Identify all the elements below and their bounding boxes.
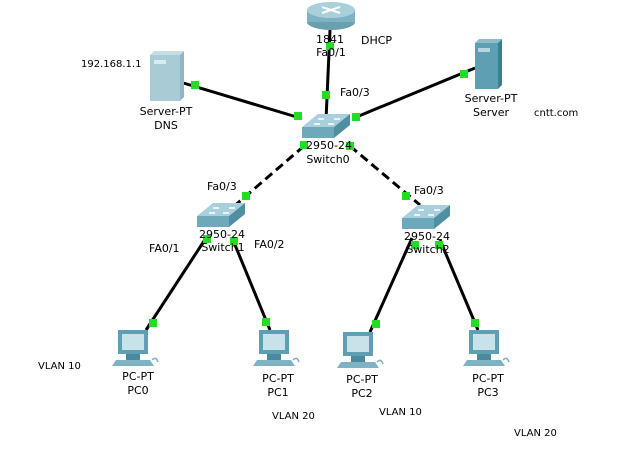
pc3-icon[interactable]	[463, 330, 510, 366]
pc0-vlan-label: VLAN 10	[38, 361, 81, 372]
port-light-switch0-sw2	[346, 142, 354, 150]
switch0-icon[interactable]	[302, 114, 350, 138]
port-light-switch0-fa0-3	[322, 91, 330, 99]
dns-name-label: DNS	[154, 119, 178, 132]
port-light-switch0-server	[352, 113, 360, 121]
switch0-model-label: 2950-24	[306, 139, 352, 152]
port-light-switch1-fa0-1	[203, 235, 211, 243]
pc1-name-label: PC1	[267, 386, 289, 399]
server-name-label: Server	[472, 106, 510, 119]
switch0-name-label: Switch0	[306, 153, 350, 166]
pc3-model-label: PC-PT	[472, 372, 504, 385]
link-switch2-pc2[interactable]	[368, 237, 414, 333]
pc0-model-label: PC-PT	[122, 370, 154, 383]
port-light-router-fa0-1	[326, 42, 334, 50]
router-model-label: 1841	[316, 33, 344, 46]
dns-ip-label: 192.168.1.1	[81, 59, 142, 70]
web-server-icon[interactable]	[475, 39, 502, 89]
port-light-switch2-pc3	[435, 241, 443, 249]
switch2-uplink-port-label: Fa0/3	[414, 184, 444, 197]
port-light-switch2-pc2	[411, 241, 419, 249]
pc0-name-label: PC0	[127, 384, 149, 397]
port-light-dns	[191, 81, 199, 89]
router-icon[interactable]	[307, 2, 355, 30]
link-server-switch0[interactable]	[353, 66, 476, 120]
link-switch0-switch1[interactable]	[231, 144, 305, 210]
switch1-uplink-port-label: Fa0/3	[207, 180, 237, 193]
switch2-name-label: Switch2	[406, 243, 450, 256]
pc2-vlan-label: VLAN 10	[379, 407, 422, 418]
port-light-switch1-uplink	[242, 192, 250, 200]
switch1-icon[interactable]	[197, 203, 245, 227]
server-domain-label: cntt.com	[534, 108, 579, 119]
router-note-label: DHCP	[361, 34, 393, 47]
pc1-icon[interactable]	[253, 330, 300, 366]
link-dns-switch0[interactable]	[179, 80, 301, 120]
link-switch1-pc1[interactable]	[231, 239, 272, 331]
port-light-switch2-uplink	[402, 192, 410, 200]
switch2-model-label: 2950-24	[404, 230, 450, 243]
pc2-name-label: PC2	[351, 387, 373, 400]
server-model-label: Server-PT	[464, 92, 518, 105]
port-light-switch0-dns	[294, 112, 302, 120]
port-light-switch0-sw1	[300, 141, 308, 149]
router-port-label: Fa0/1	[316, 46, 346, 59]
port-light-pc1	[262, 318, 270, 326]
pc1-model-label: PC-PT	[262, 372, 294, 385]
dns-server-icon[interactable]	[150, 51, 184, 101]
pc1-vlan-label: VLAN 20	[272, 411, 315, 422]
port-light-server	[460, 70, 468, 78]
port-light-pc0	[149, 319, 157, 327]
link-switch1-pc0[interactable]	[144, 237, 208, 331]
switch1-name-label: Switch1	[201, 241, 245, 254]
pc3-vlan-label: VLAN 20	[514, 428, 557, 439]
pc2-icon[interactable]	[337, 332, 384, 368]
switch1-port-a-label: FA0/1	[149, 242, 180, 255]
switch0-port-label: Fa0/3	[340, 86, 370, 99]
port-light-pc3	[471, 319, 479, 327]
pc0-icon[interactable]	[112, 330, 159, 366]
dns-model-label: Server-PT	[139, 105, 193, 118]
port-light-switch1-fa0-2	[230, 237, 238, 245]
port-light-pc2	[372, 320, 380, 328]
switch1-port-b-label: FA0/2	[254, 238, 285, 251]
pc3-name-label: PC3	[477, 386, 499, 399]
switch1-model-label: 2950-24	[199, 228, 245, 241]
pc2-model-label: PC-PT	[346, 373, 378, 386]
switch2-icon[interactable]	[402, 205, 450, 229]
link-switch2-pc3[interactable]	[438, 239, 480, 331]
